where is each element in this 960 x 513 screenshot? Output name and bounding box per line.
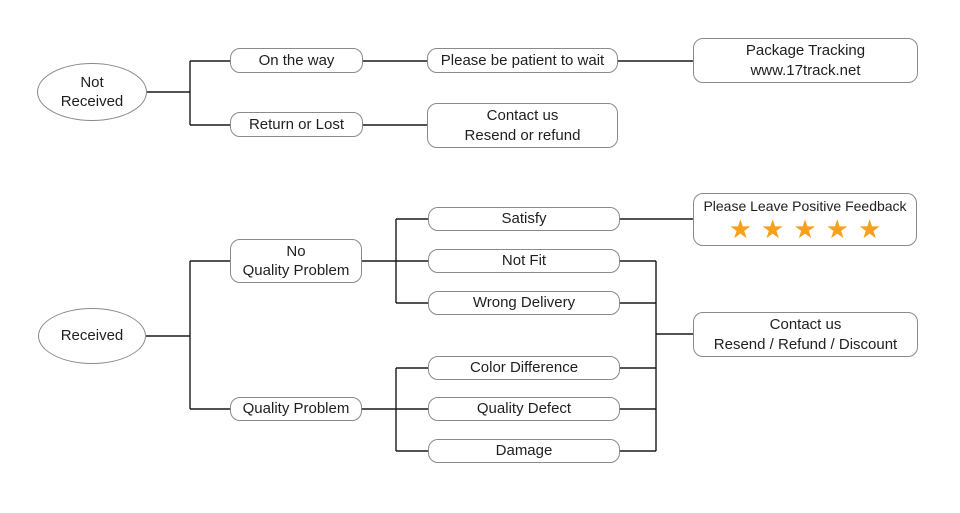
- node-quality-problem: Quality Problem: [230, 397, 362, 421]
- star-icon: ★: [793, 213, 817, 244]
- tracking-url: www.17track.net: [750, 61, 861, 79]
- node-label: Satisfy: [501, 210, 547, 228]
- star-icon: ★: [761, 213, 785, 244]
- node-label: Resend / Refund / Discount: [713, 335, 898, 353]
- node-label: Contact us: [486, 107, 559, 125]
- node-package-tracking: Package Tracking www.17track.net: [693, 38, 918, 83]
- node-label: Return or Lost: [248, 115, 345, 133]
- star-icon: ★: [857, 213, 882, 244]
- node-label: Received: [60, 327, 124, 345]
- node-not-fit: Not Fit: [428, 249, 620, 273]
- node-label: Color Difference: [469, 359, 579, 377]
- node-wrong-delivery: Wrong Delivery: [428, 291, 620, 315]
- node-label: Not: [80, 73, 104, 91]
- node-please-be-patient: Please be patient to wait: [427, 48, 618, 73]
- node-contact-us-resend-refund: Contact us Resend or refund: [427, 103, 618, 148]
- node-positive-feedback: Please Leave Positive Feedback ★ ★ ★ ★ ★: [693, 193, 917, 246]
- node-contact-us-resend-refund-discount: Contact us Resend / Refund / Discount: [693, 312, 918, 357]
- node-quality-defect: Quality Defect: [428, 397, 620, 421]
- node-label: Please Leave Positive Feedback: [703, 198, 907, 215]
- star-icon: ★: [825, 213, 849, 244]
- node-no-quality-problem: No Quality Problem: [230, 239, 362, 283]
- node-label: Resend or refund: [464, 126, 581, 144]
- node-label: No: [286, 242, 306, 260]
- node-received: Received: [38, 308, 146, 364]
- node-satisfy: Satisfy: [428, 207, 620, 231]
- node-label: On the way: [258, 51, 335, 69]
- node-label: Quality Problem: [242, 400, 350, 418]
- node-label: Quality Problem: [242, 262, 350, 279]
- node-return-or-lost: Return or Lost: [230, 112, 363, 137]
- node-label: Quality Defect: [476, 400, 572, 418]
- star-icon: ★: [728, 213, 753, 244]
- node-label: Damage: [495, 442, 553, 460]
- node-color-difference: Color Difference: [428, 356, 620, 380]
- node-label: Received: [60, 93, 124, 110]
- node-label: Contact us: [769, 316, 842, 334]
- node-damage: Damage: [428, 439, 620, 463]
- node-on-the-way: On the way: [230, 48, 363, 73]
- node-label: Wrong Delivery: [472, 294, 576, 312]
- five-star-rating: ★ ★ ★ ★ ★: [729, 216, 882, 242]
- node-label: Not Fit: [501, 252, 547, 270]
- node-label: Please be patient to wait: [440, 51, 605, 69]
- node-label: Package Tracking: [745, 42, 866, 60]
- node-not-received: Not Received: [37, 63, 147, 121]
